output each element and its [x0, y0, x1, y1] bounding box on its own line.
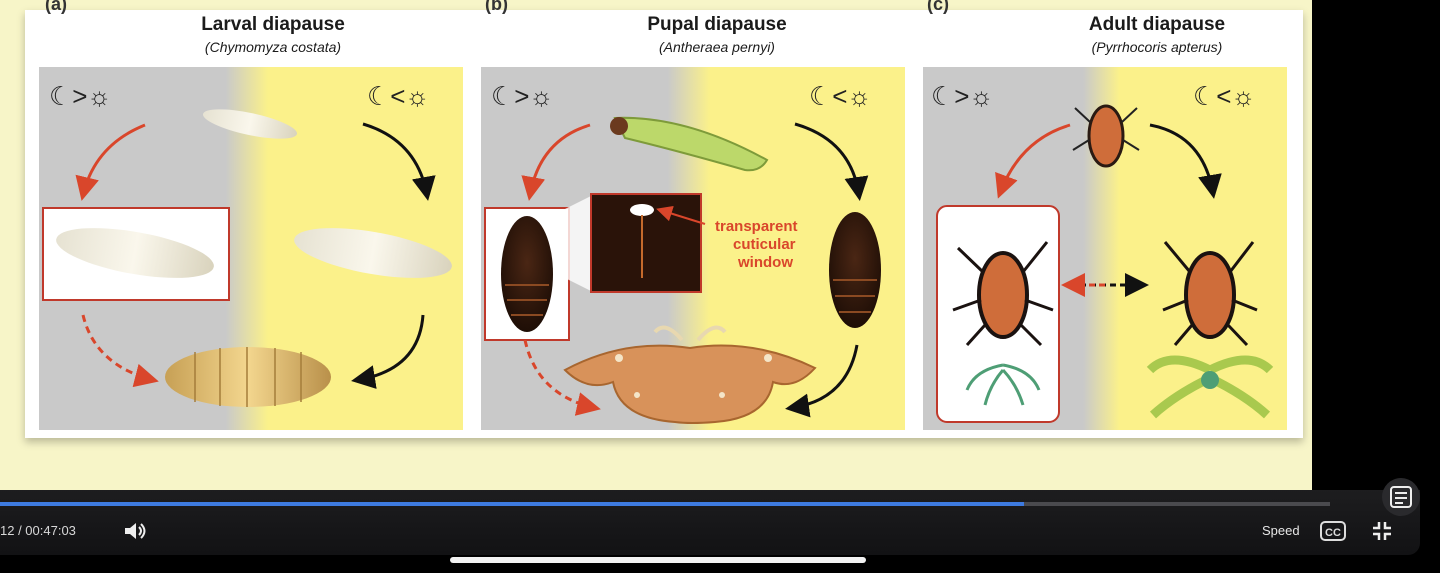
- panel-a-short-day-symbol: ☾>☼: [49, 81, 111, 111]
- home-indicator[interactable]: [450, 557, 866, 563]
- letterbox-right: [1312, 0, 1440, 490]
- panel-a-header: Larval diapause (Chymomyza costata): [53, 12, 493, 56]
- lecture-slide: (a) Larval diapause (Chymomyza costata) …: [0, 0, 1312, 490]
- panel-b-moth: [563, 344, 817, 424]
- panel-b-cuticular-window: [630, 204, 654, 216]
- panel-c-letter: (c): [927, 0, 949, 14]
- panel-a-larva-top: [202, 109, 298, 139]
- panel-b-species: (Antheraea pernyi): [659, 39, 775, 55]
- video-player-controls: 12 / 00:47:03 Speed CC: [0, 490, 1420, 555]
- panel-c-title: Adult diapause: [1088, 14, 1226, 35]
- seek-bar-progress: [0, 502, 1025, 506]
- panel-b-header: Pupal diapause (Antheraea pernyi): [497, 12, 937, 56]
- svg-text:CC: CC: [1325, 527, 1341, 539]
- volume-icon[interactable]: [122, 520, 148, 542]
- panel-a-long-day-symbol: ☾<☼: [367, 81, 429, 111]
- panel-c-short-day-symbol: ☾>☼: [931, 81, 993, 111]
- panel-c-ovary-developed: [1146, 355, 1274, 419]
- panel-b-callout-line1: transparent: [715, 218, 798, 235]
- exit-fullscreen-icon[interactable]: [1370, 519, 1394, 543]
- panel-c-ovary-reduced: [965, 363, 1041, 406]
- panel-c-long-day-symbol: ☾<☼: [1193, 81, 1255, 111]
- speed-button[interactable]: Speed: [1262, 523, 1300, 538]
- panel-b-long-day-symbol: ☾<☼: [809, 81, 871, 111]
- panel-c-bug-right: [1184, 251, 1236, 339]
- panel-b-callout-line2: cuticular: [733, 236, 796, 253]
- panel-c-artwork: ☾>☼ ☾<☼: [931, 81, 1274, 423]
- time-display: 12 / 00:47:03: [0, 523, 76, 538]
- panel-b-letter: (b): [485, 0, 508, 14]
- panel-a-letter: (a): [45, 0, 67, 14]
- seek-bar[interactable]: [0, 502, 1330, 506]
- captions-icon[interactable]: CC: [1319, 520, 1347, 542]
- panel-b-short-day-symbol: ☾>☼: [491, 81, 553, 111]
- panel-b-pupa-right: [829, 212, 881, 328]
- panel-a-title: Larval diapause: [201, 14, 345, 35]
- panel-c-species: (Pyrrhocoris apterus): [1091, 39, 1223, 55]
- transcript-icon[interactable]: [1381, 477, 1421, 517]
- panel-c-header: Adult diapause (Pyrrhocoris apterus): [937, 12, 1312, 56]
- panel-a-artwork: ☾>☼ ☾<☼: [42, 81, 452, 407]
- panel-b-artwork: ☾>☼ ☾<☼ transparent cuticular window: [484, 81, 881, 424]
- diapause-figure: ☾>☼ ☾<☼ ☾>☼ ☾<☼: [39, 67, 1287, 430]
- panel-b-diapause-pupa: [501, 216, 553, 332]
- panel-c-diapause-bug: [977, 251, 1029, 339]
- panel-b-caterpillar: [613, 116, 769, 172]
- panel-a-puparium: [165, 347, 331, 407]
- panel-a-diapause-larva: [56, 228, 214, 278]
- panel-b-title: Pupal diapause: [647, 14, 787, 35]
- panel-a-species: (Chymomyza costata): [204, 39, 342, 55]
- panel-c-bug-top: [1087, 104, 1125, 168]
- panel-b-callout-line3: window: [737, 254, 793, 271]
- figure-card: (a) Larval diapause (Chymomyza costata) …: [25, 0, 1303, 438]
- panel-a-larva-right: [294, 228, 452, 278]
